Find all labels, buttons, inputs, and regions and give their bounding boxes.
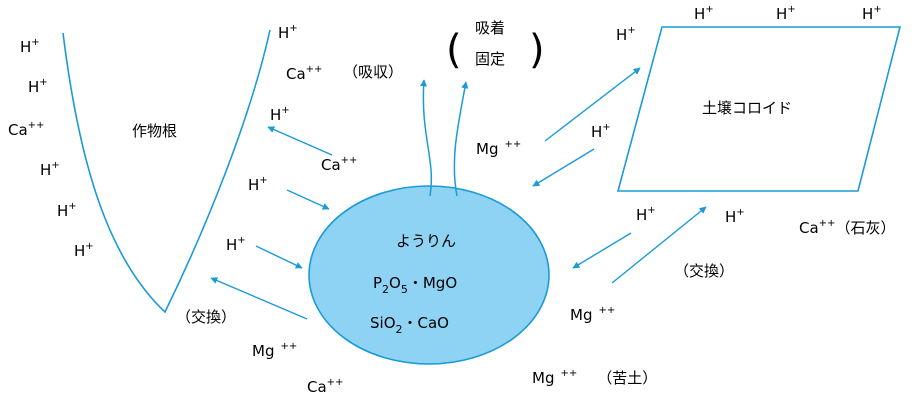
arrow-ca-to-root bbox=[267, 126, 333, 156]
ion-h-colloid-top-2: H+ bbox=[776, 4, 796, 23]
arrow-h-to-ball-right bbox=[572, 232, 632, 269]
ion-h-colloid-top-1: H+ bbox=[694, 4, 714, 23]
ion-h-left-3: H+ bbox=[40, 160, 60, 179]
svg-text:Ca++: Ca++ bbox=[321, 155, 357, 174]
exchange-label-left: （交換） bbox=[176, 308, 236, 326]
arrow-h-from-colloid bbox=[532, 148, 595, 187]
svg-text:H+: H+ bbox=[776, 4, 796, 23]
ball-formula-sio2-cao: SiO2・CaO bbox=[370, 314, 449, 336]
left-paren: ( bbox=[446, 27, 462, 73]
arrow-fixation bbox=[453, 81, 469, 197]
soil-colloid-label: 土壌コロイド bbox=[702, 99, 792, 117]
arrow-h-to-ball-lower bbox=[255, 245, 303, 269]
ion-h-left-5: H+ bbox=[74, 241, 94, 260]
svg-text:Ca++（石灰）: Ca++（石灰） bbox=[799, 218, 895, 237]
svg-text:H+: H+ bbox=[278, 23, 298, 42]
ion-h-left-4: H+ bbox=[57, 201, 77, 220]
svg-text:H+: H+ bbox=[28, 77, 48, 96]
svg-text:H+: H+ bbox=[20, 37, 40, 56]
arrow-mg-to-root bbox=[210, 277, 308, 320]
ion-ca-bottom: Ca++ bbox=[307, 377, 343, 396]
ion-h-left-1: H+ bbox=[20, 37, 40, 56]
ball-label-yourin: ようりん bbox=[396, 232, 456, 250]
ion-ca-top: Ca++ bbox=[286, 64, 322, 83]
svg-text:Mg++: Mg++ bbox=[570, 305, 615, 324]
svg-text:H+: H+ bbox=[616, 25, 636, 44]
soil-colloid-shape bbox=[616, 26, 902, 192]
svg-text:H+: H+ bbox=[636, 205, 656, 224]
svg-text:Ca++: Ca++ bbox=[286, 64, 322, 83]
svg-text:Mg++（苦土）: Mg++（苦土） bbox=[532, 368, 657, 387]
ion-ca-mid: Ca++ bbox=[321, 155, 357, 174]
ion-h-right-lower-1: H+ bbox=[636, 205, 656, 224]
ion-h-colloid-top-3: H+ bbox=[862, 4, 882, 23]
svg-text:H+: H+ bbox=[57, 201, 77, 220]
arrow-h-to-ball-upper bbox=[286, 189, 330, 210]
arrow-absorption bbox=[420, 79, 433, 197]
ion-ca-left: Ca++ bbox=[8, 120, 44, 139]
ion-h-mid-1: H+ bbox=[248, 175, 268, 194]
ion-mg-right-lower: Mg++ bbox=[570, 305, 615, 324]
ion-h-left-2: H+ bbox=[28, 77, 48, 96]
ion-h-mid-2: H+ bbox=[226, 235, 246, 254]
fixation-label-line1: 吸着 bbox=[475, 19, 505, 37]
arrow-mg-to-colloid-lower bbox=[611, 206, 707, 284]
svg-text:Ca++: Ca++ bbox=[8, 120, 44, 139]
svg-text:H+: H+ bbox=[226, 235, 246, 254]
ion-h-top: H+ bbox=[278, 23, 298, 42]
svg-text:H+: H+ bbox=[862, 4, 882, 23]
ion-mg-right-upper: Mg++ bbox=[476, 139, 521, 158]
ion-h-right-mid: H+ bbox=[591, 122, 611, 141]
fixation-label-line2: 固定 bbox=[475, 50, 505, 68]
crop-root-label: 作物根 bbox=[132, 122, 177, 140]
fused-phosphate-ball bbox=[308, 185, 550, 365]
svg-text:H+: H+ bbox=[270, 105, 290, 124]
svg-text:H+: H+ bbox=[725, 207, 745, 226]
ion-mg-dolomite: Mg++（苦土） bbox=[532, 368, 657, 387]
svg-text:H+: H+ bbox=[591, 122, 611, 141]
crop-root-outline bbox=[62, 29, 271, 314]
exchange-label-right: （交換） bbox=[674, 262, 734, 280]
ion-mg-lower-left: Mg++ bbox=[252, 341, 297, 360]
absorption-label: （吸収） bbox=[343, 63, 403, 81]
svg-text:H+: H+ bbox=[74, 241, 94, 260]
arrow-mg-to-colloid bbox=[544, 67, 641, 142]
svg-text:Mg++: Mg++ bbox=[252, 341, 297, 360]
svg-text:H+: H+ bbox=[694, 4, 714, 23]
ball-formula-p2o5-mgo: P2O5・MgO bbox=[373, 274, 457, 296]
svg-text:Ca++: Ca++ bbox=[307, 377, 343, 396]
ion-h-right-upper: H+ bbox=[616, 25, 636, 44]
ion-h-near-root: H+ bbox=[270, 105, 290, 124]
ion-ca-lime: Ca++（石灰） bbox=[799, 218, 895, 237]
ion-h-right-lower-2: H+ bbox=[725, 207, 745, 226]
svg-text:H+: H+ bbox=[248, 175, 268, 194]
svg-text:H+: H+ bbox=[40, 160, 60, 179]
right-paren: ) bbox=[529, 27, 545, 73]
svg-text:Mg++: Mg++ bbox=[476, 139, 521, 158]
